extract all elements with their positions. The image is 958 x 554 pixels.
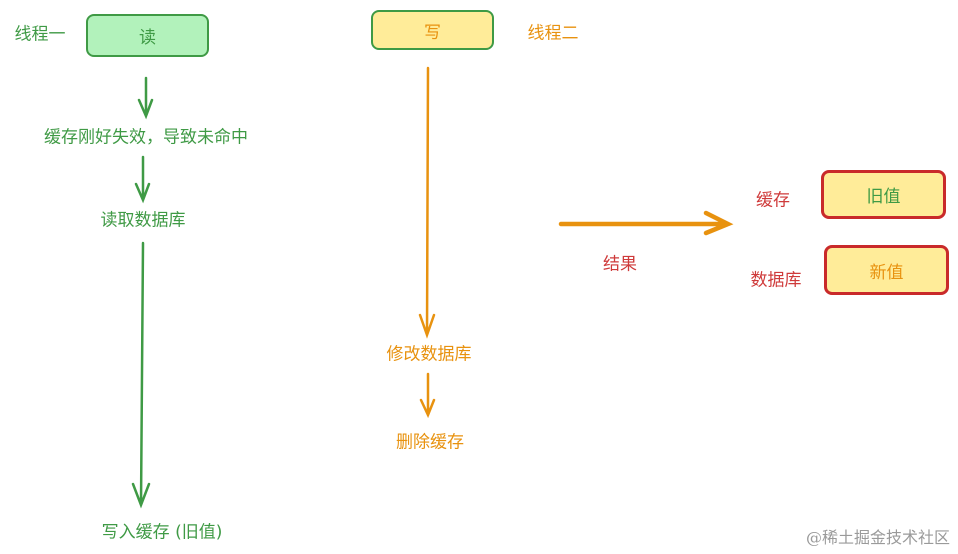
thread1-step-read-db: 读取数据库 <box>100 210 186 231</box>
thread2-step-delete-cache: 删除缓存 <box>396 432 464 453</box>
db-label: 数据库 <box>750 270 802 291</box>
thread1-label: 线程一 <box>14 24 66 45</box>
db-value-box: 新值 <box>824 245 949 295</box>
thread2-step-modify-db: 修改数据库 <box>386 344 472 365</box>
write-box: 写 <box>371 10 494 50</box>
cache-value-box: 旧值 <box>821 170 946 219</box>
arrow-read-to-miss <box>137 76 154 120</box>
result-arrow <box>558 210 734 236</box>
thread1-step-cache-miss: 缓存刚好失效，导致未命中 <box>44 127 248 148</box>
read-box: 读 <box>86 14 209 57</box>
thread1-step-write-cache: 写入缓存 (旧值) <box>101 522 223 543</box>
cache-label: 缓存 <box>756 190 790 211</box>
watermark: @稀土掘金技术社区 <box>805 528 950 547</box>
arrow-modifydb-to-deletecache <box>419 372 436 419</box>
arrow-write-to-modifydb <box>418 66 436 339</box>
result-label: 结果 <box>603 254 637 275</box>
thread2-label: 线程二 <box>527 23 579 44</box>
arrow-readdb-to-writecache <box>131 241 151 509</box>
arrow-miss-to-readdb <box>134 155 151 204</box>
